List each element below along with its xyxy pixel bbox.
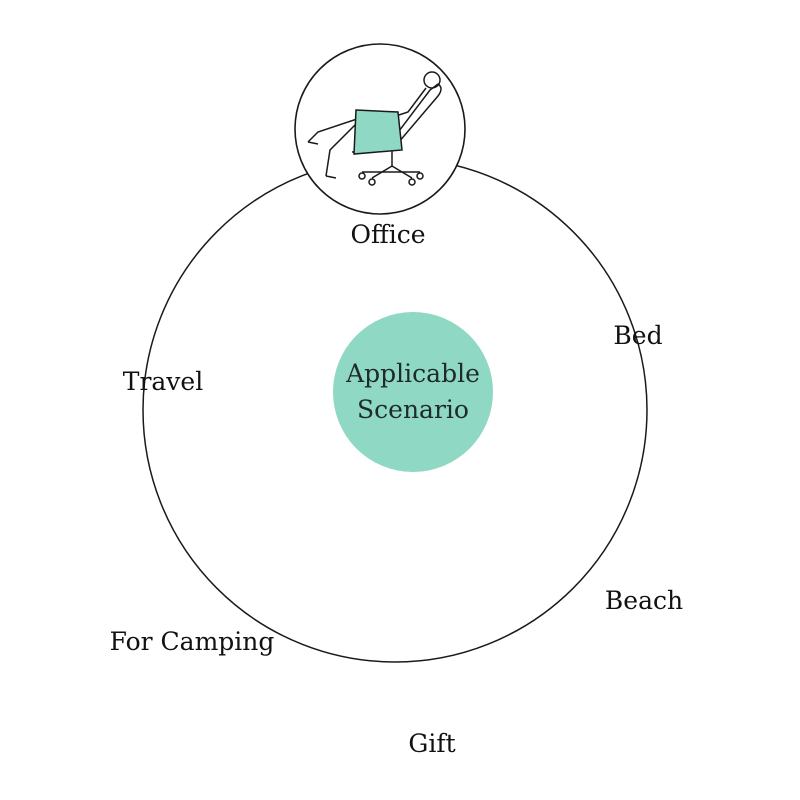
- label-office: Office: [350, 220, 426, 249]
- center-title-line2: Scenario: [357, 395, 469, 424]
- label-gift: Gift: [408, 729, 456, 758]
- office-scenario: [294, 43, 466, 215]
- center-title: Applicable Scenario: [323, 356, 503, 428]
- center-title-line1: Applicable: [346, 359, 480, 388]
- office-blanket: [353, 109, 403, 155]
- label-beach: Beach: [604, 586, 684, 615]
- label-bed: Bed: [613, 321, 663, 350]
- center-circle: [333, 312, 493, 472]
- label-camping: For Camping: [109, 627, 275, 656]
- label-travel: Travel: [122, 367, 204, 396]
